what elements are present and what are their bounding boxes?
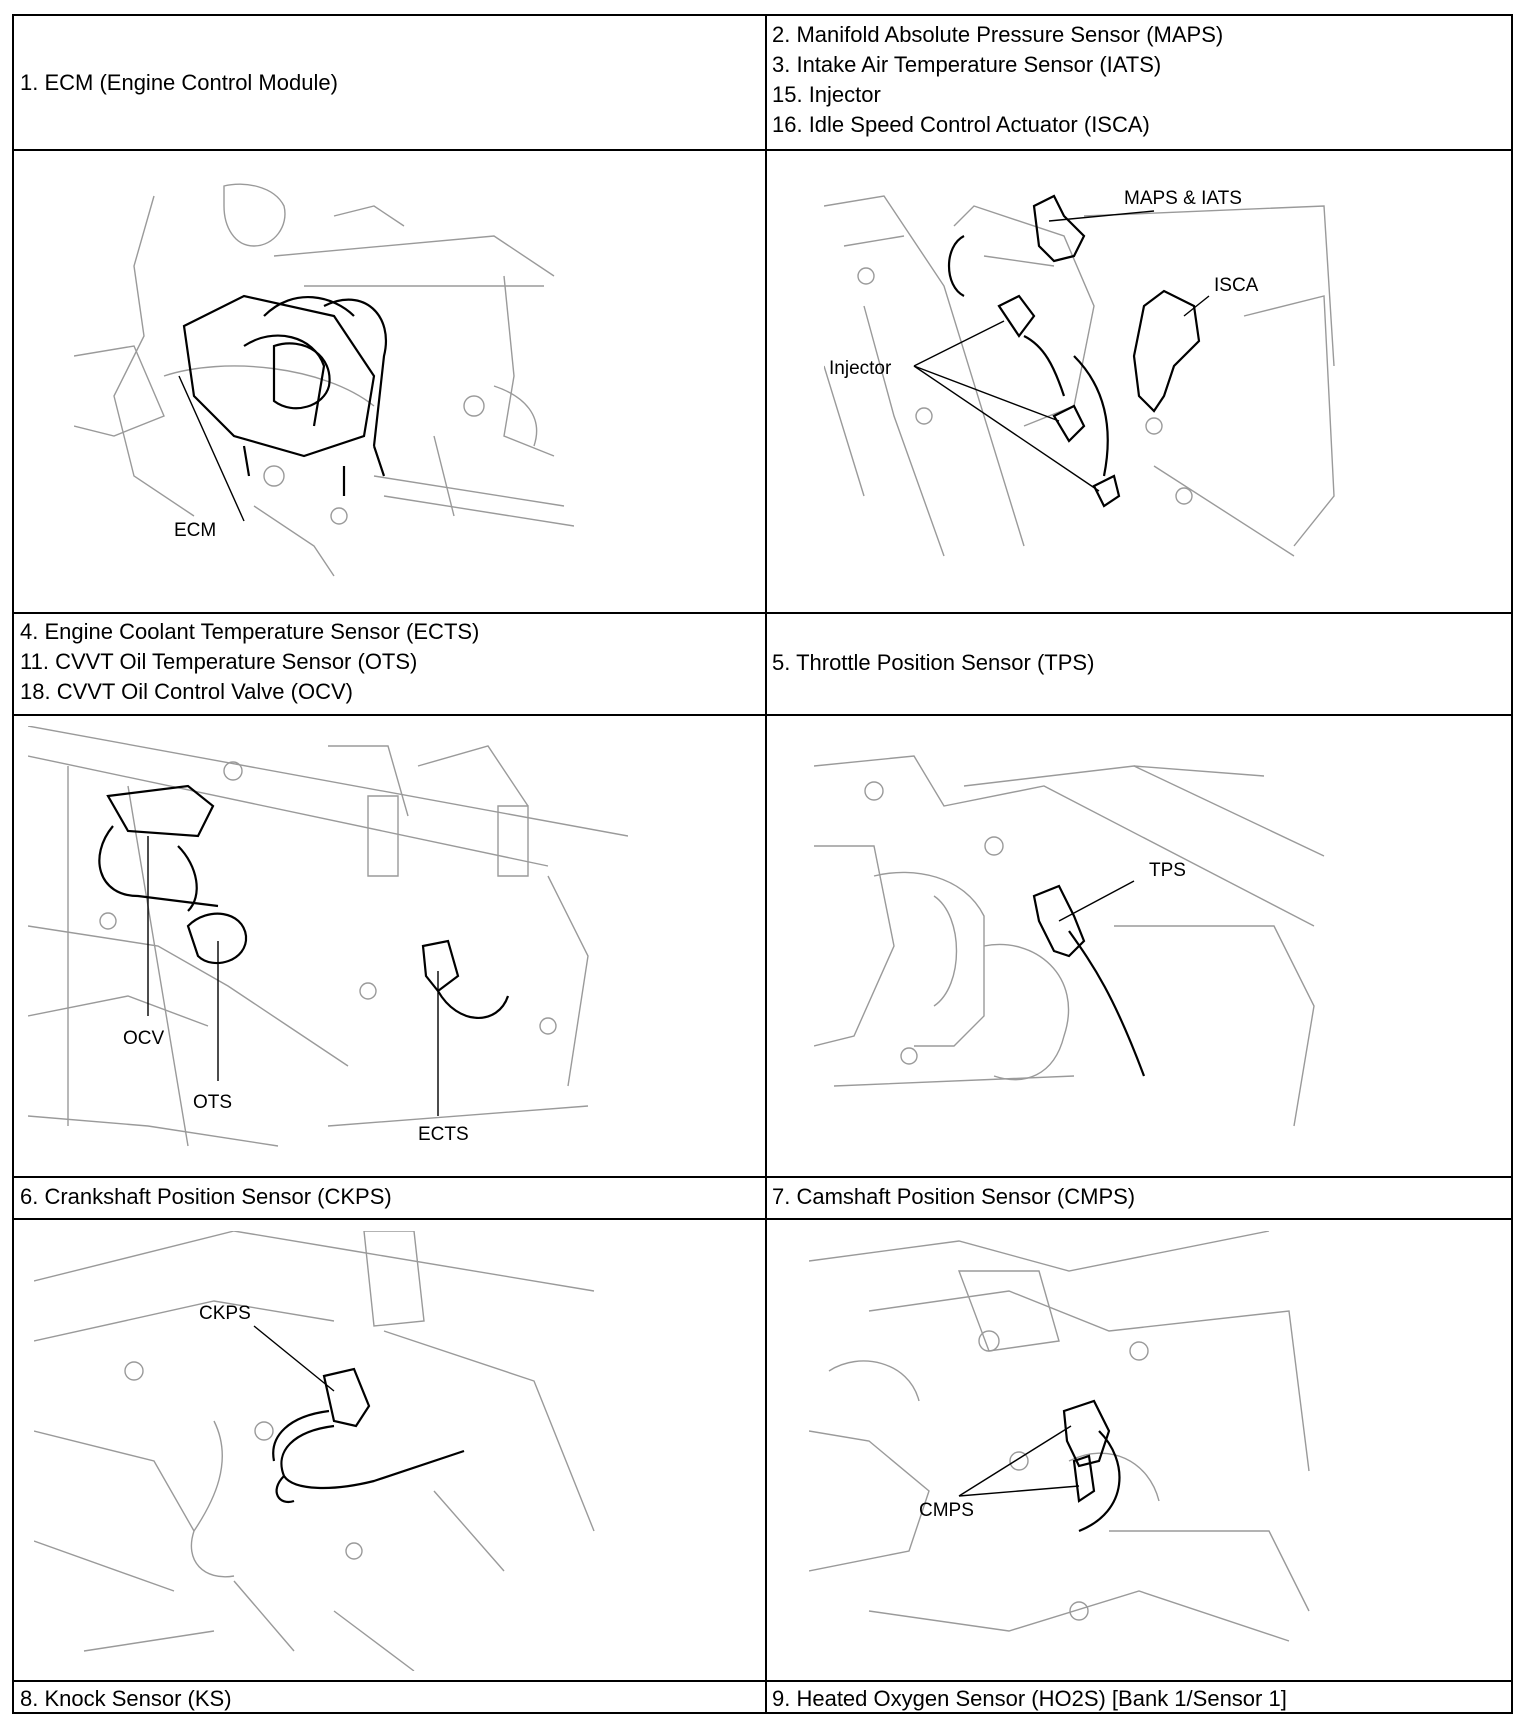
row-divider: [14, 612, 1511, 614]
caption-line: 8. Knock Sensor (KS): [20, 1686, 232, 1711]
caption-line: 5. Throttle Position Sensor (TPS): [772, 650, 1095, 675]
ecm-callout: ECM: [174, 520, 216, 541]
caption-cmps: 7. Camshaft Position Sensor (CMPS): [772, 1182, 1135, 1212]
caption-ho2s: 9. Heated Oxygen Sensor (HO2S) [Bank 1/S…: [772, 1684, 1287, 1714]
caption-line: 1. ECM (Engine Control Module): [20, 70, 338, 95]
caption-ecm: 1. ECM (Engine Control Module): [20, 68, 338, 98]
tps-illustration: TPS: [814, 746, 1334, 1146]
ects-callout: ECTS: [418, 1124, 469, 1145]
isca-callout: ISCA: [1214, 275, 1259, 296]
caption-ks: 8. Knock Sensor (KS): [20, 1684, 232, 1714]
ecm-illustration: ECM: [74, 176, 574, 596]
caption-line: 9. Heated Oxygen Sensor (HO2S) [Bank 1/S…: [772, 1686, 1287, 1711]
row-divider: [14, 149, 1511, 151]
ckps-callout: CKPS: [199, 1303, 251, 1324]
caption-line: 11. CVVT Oil Temperature Sensor (OTS): [20, 649, 418, 674]
caption-ckps: 6. Crankshaft Position Sensor (CKPS): [20, 1182, 392, 1212]
row-divider: [14, 714, 1511, 716]
tps-callout: TPS: [1149, 860, 1186, 881]
caption-line: 15. Injector: [772, 82, 881, 107]
row-divider: [14, 1680, 1511, 1682]
ots-callout: OTS: [193, 1092, 232, 1113]
maps-iats-callout: MAPS & IATS: [1124, 188, 1242, 209]
ocv-callout: OCV: [123, 1028, 165, 1049]
caption-line: 16. Idle Speed Control Actuator (ISCA): [772, 112, 1150, 137]
caption-maps-group: 2. Manifold Absolute Pressure Sensor (MA…: [772, 20, 1223, 140]
caption-line: 7. Camshaft Position Sensor (CMPS): [772, 1184, 1136, 1209]
cmps-callout: CMPS: [919, 1500, 974, 1521]
caption-line: 2. Manifold Absolute Pressure Sensor (MA…: [772, 22, 1224, 47]
cmps-illustration: CMPS: [809, 1231, 1329, 1671]
ects-ots-ocv-illustration: OCV OTS ECTS: [28, 726, 628, 1176]
ckps-illustration: CKPS: [34, 1231, 614, 1671]
caption-line: 3. Intake Air Temperature Sensor (IATS): [772, 52, 1162, 77]
caption-line: 4. Engine Coolant Temperature Sensor (EC…: [20, 619, 480, 644]
column-divider: [765, 16, 767, 1712]
injector-callout: Injector: [829, 358, 892, 379]
row-divider: [14, 1176, 1511, 1178]
maps-iats-illustration: MAPS & IATS ISCA Injector: [824, 166, 1344, 586]
component-location-table: 1. ECM (Engine Control Module) 2. Manifo…: [12, 14, 1513, 1714]
caption-line: 6. Crankshaft Position Sensor (CKPS): [20, 1184, 392, 1209]
caption-line: 18. CVVT Oil Control Valve (OCV): [20, 679, 353, 704]
row-divider: [14, 1218, 1511, 1220]
caption-tps: 5. Throttle Position Sensor (TPS): [772, 648, 1094, 678]
caption-ects-group: 4. Engine Coolant Temperature Sensor (EC…: [20, 617, 479, 707]
